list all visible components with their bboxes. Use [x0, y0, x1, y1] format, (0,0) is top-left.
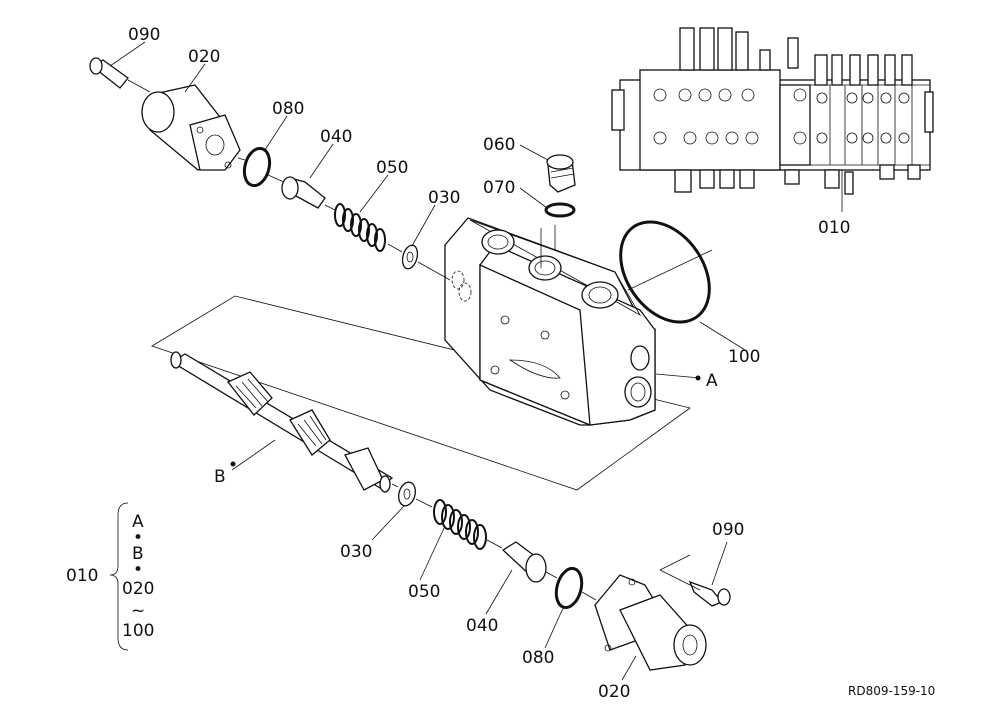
upper-cap-020: [141, 84, 241, 171]
plug-060: [546, 154, 576, 193]
point-b-marker: [230, 461, 236, 467]
label-030-top: 030: [428, 188, 460, 208]
label-080-bottom: 080: [522, 648, 554, 668]
label-020-top: 020: [188, 47, 220, 67]
spool-b: [170, 351, 394, 493]
lower-spring-050: [433, 499, 487, 550]
legend-tilde: ~: [131, 601, 145, 621]
label-070: 070: [483, 178, 515, 198]
legend-dot-1: •: [133, 528, 143, 548]
upper-plunger-040: [281, 176, 326, 209]
part-labels: 090 020 080 040 050 030 060 070 010 100 …: [128, 25, 850, 702]
lower-washer-030: [398, 481, 416, 507]
lower-bolt-090: [688, 580, 731, 607]
upper-washer-030: [401, 244, 419, 270]
upper-washer-hole: [406, 251, 414, 263]
lower-plunger-040: [501, 541, 547, 583]
upper-spring-050: [334, 203, 386, 252]
label-point-a: A: [706, 371, 718, 391]
legend-010: 010: [66, 566, 98, 586]
upper-o-ring-080: [242, 146, 272, 188]
drawing-code: RD809-159-10: [848, 684, 935, 698]
label-090-top: 090: [128, 25, 160, 45]
legend-dot-2: •: [133, 560, 143, 580]
legend-100: 100: [122, 621, 154, 641]
o-ring-070: [544, 202, 576, 218]
label-060: 060: [483, 135, 515, 155]
reference-plane: [151, 295, 691, 491]
axis-lines: [127, 79, 701, 601]
point-a-marker: [695, 375, 701, 381]
label-080-top: 080: [272, 99, 304, 119]
lower-cap-020: [594, 574, 707, 671]
assembly-legend: 010 A • B • 020 ~ 100: [66, 502, 154, 651]
legend-a: A: [132, 512, 144, 532]
valve-body-section: [444, 217, 656, 427]
label-050-bottom: 050: [408, 582, 440, 602]
label-030-bottom: 030: [340, 542, 372, 562]
upper-bolt-090: [89, 57, 129, 89]
lower-o-ring-080: [554, 566, 584, 610]
lower-washer-hole: [403, 488, 411, 500]
label-040-top: 040: [320, 127, 352, 147]
label-020-bottom: 020: [598, 682, 630, 702]
inset-valve-assembly: [611, 27, 934, 212]
leader-lines: [109, 41, 746, 681]
label-090-bottom: 090: [712, 520, 744, 540]
legend-020: 020: [122, 579, 154, 599]
o-ring-100-axis: [627, 249, 713, 291]
label-040-bottom: 040: [466, 616, 498, 636]
o-ring-100: [619, 220, 711, 324]
label-100: 100: [728, 347, 760, 367]
label-point-b: B: [214, 467, 226, 487]
label-010-inset: 010: [818, 218, 850, 238]
legend-b: B: [132, 544, 144, 564]
label-050-top: 050: [376, 158, 408, 178]
